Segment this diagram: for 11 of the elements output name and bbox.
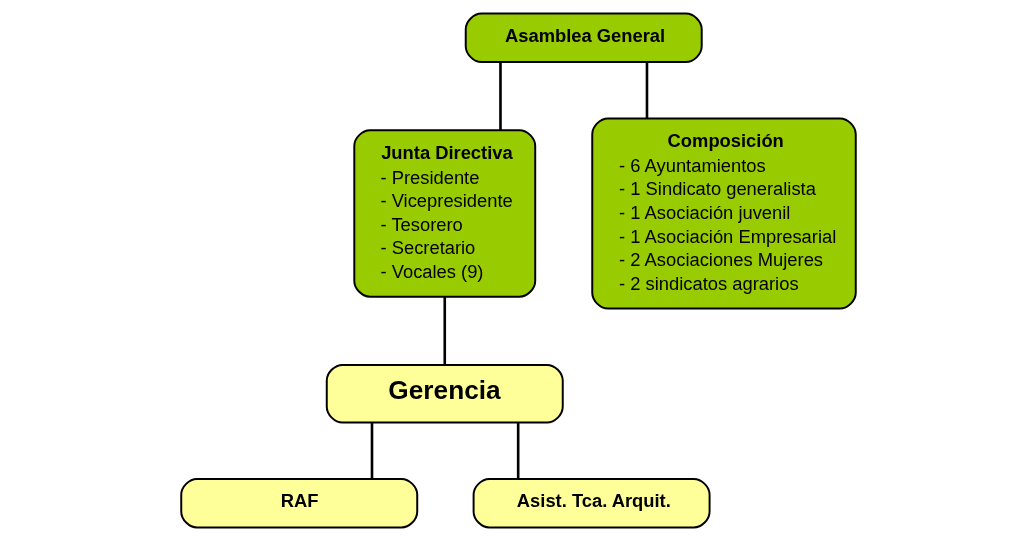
node-box: Junta Directiva - Presidente - Vicepresidente - Tesorero - Secretario - Vocales (9) [352,129,536,298]
node-box: RAF [179,477,418,529]
node-box: Gerencia [325,363,564,424]
node-box: Asamblea General [464,12,703,64]
node-box: Composición - 6 Ayuntamientos - 1 Sindicato generalista - 1 Asociación juvenil - 1 Asociación Empresarial - 2 Asociaciones Mujeres - 2 sindicatos agrarios [590,117,857,310]
connector [516,423,519,479]
connector [645,62,648,119]
connector [498,62,502,131]
connector [442,296,446,365]
node-box: Asist. Tca. Arquit. [472,477,711,529]
connector [370,423,373,479]
